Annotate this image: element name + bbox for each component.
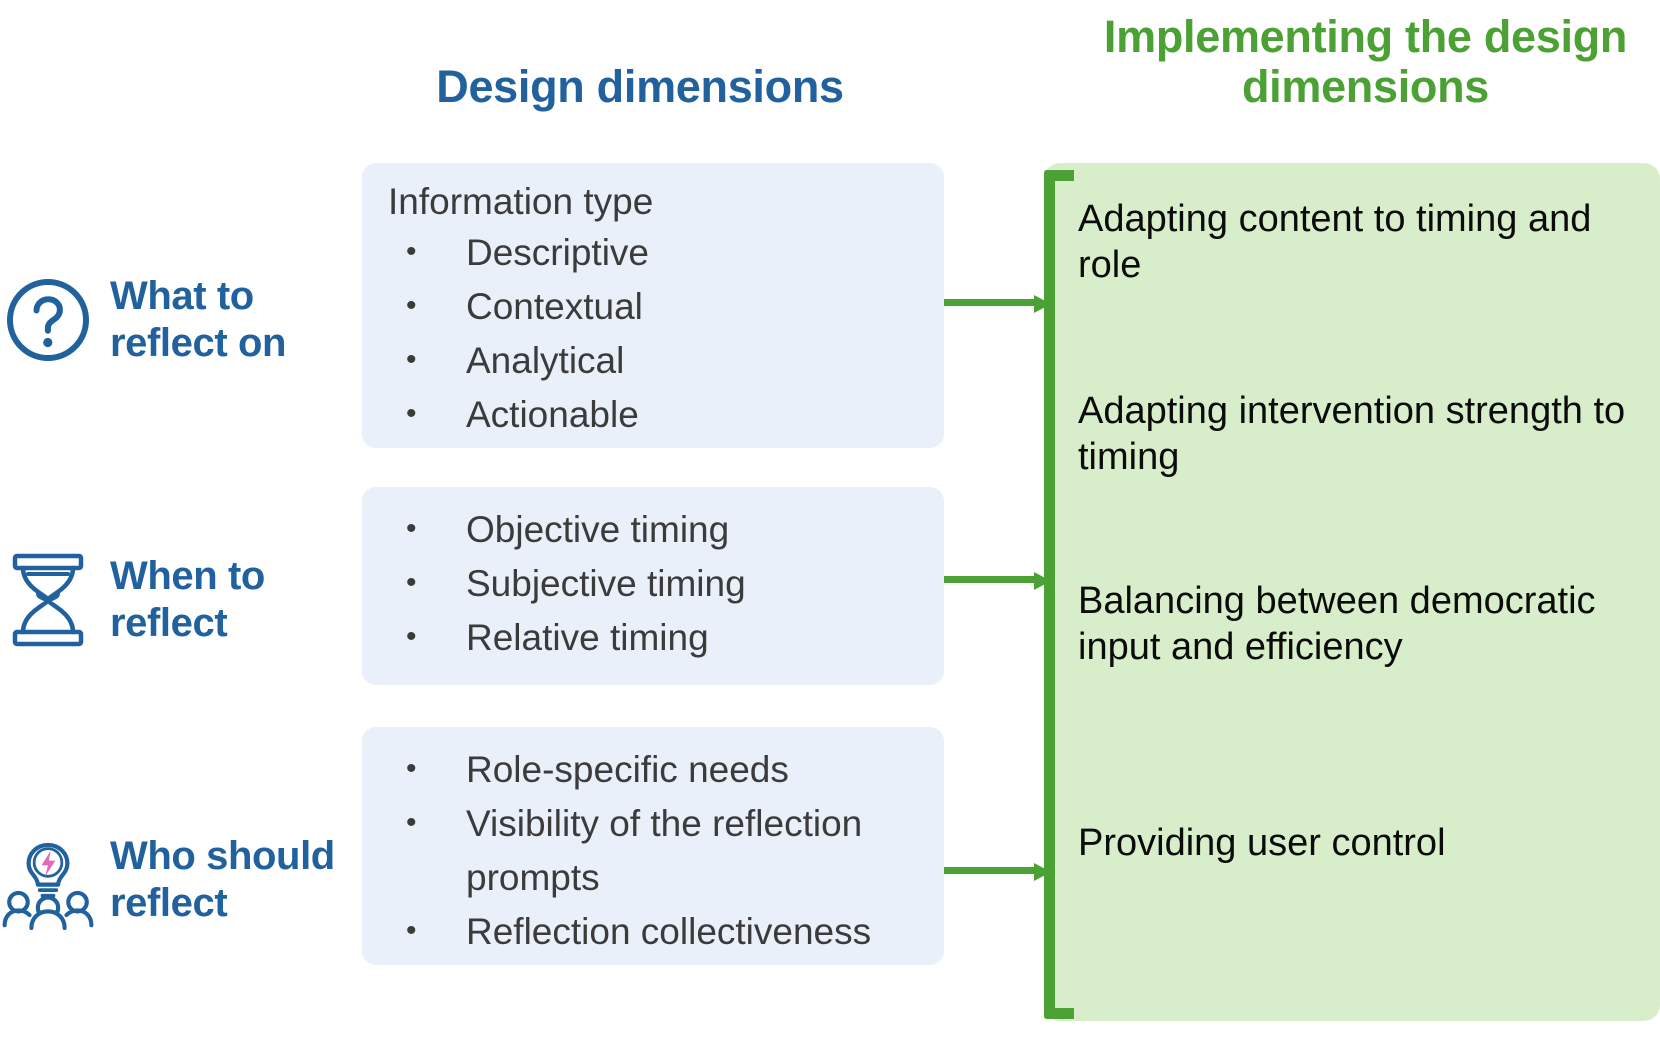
box-heading-information-type: Information type	[388, 181, 654, 222]
list-item: Relative timing	[380, 610, 926, 665]
hourglass-icon	[0, 548, 96, 652]
box-list-who: Role-specific needs Visibility of the re…	[380, 742, 926, 959]
arrow-shaft	[944, 867, 1036, 874]
question-mark-circle-icon	[0, 274, 96, 366]
list-item: Contextual	[380, 279, 926, 334]
list-item: Descriptive	[380, 225, 926, 280]
list-item: Reflection collectiveness	[380, 904, 926, 959]
dimension-label-what: What to reflect on	[110, 273, 287, 365]
box-list-what: Descriptive Contextual Analytical Action…	[380, 225, 926, 442]
box-list-when: Objective timing Subjective timing Relat…	[380, 502, 926, 665]
people-lightbulb-icon	[0, 828, 96, 932]
dimension-row-what: What to reflect on	[0, 258, 372, 382]
dimension-label-when: When to reflect	[110, 553, 265, 645]
implementation-item-1: Adapting content to timing and role	[1078, 198, 1592, 287]
implementation-item-2: Adapting intervention strength to timing	[1078, 390, 1626, 479]
implementation-panel	[1044, 163, 1660, 1021]
list-item: Role-specific needs	[380, 742, 926, 797]
implementation-item-4: Providing user control	[1078, 822, 1446, 864]
dimension-label-who: Who should reflect	[110, 833, 335, 925]
arrow-who-to-implementation	[944, 863, 1052, 881]
list-item: Objective timing	[380, 502, 926, 557]
design-dimensions-heading: Design dimensions	[436, 61, 844, 112]
list-item: Visibility of the reflection prompts	[380, 796, 926, 905]
blue-box-when: Objective timing Subjective timing Relat…	[362, 487, 944, 685]
arrow-when-to-implementation	[944, 572, 1052, 590]
arrow-shaft	[944, 576, 1036, 583]
blue-box-who: Role-specific needs Visibility of the re…	[362, 727, 944, 965]
list-item: Actionable	[380, 387, 926, 442]
arrow-what-to-implementation	[944, 295, 1052, 313]
blue-box-what: Information type Descriptive Contextual …	[362, 163, 944, 448]
arrow-shaft	[944, 299, 1036, 306]
list-item: Analytical	[380, 333, 926, 388]
panel-bracket-accent	[1044, 170, 1074, 1019]
implementation-item-3: Balancing between democratic input and e…	[1078, 580, 1596, 669]
dimension-row-when: When to reflect	[0, 538, 372, 662]
dimension-row-who: Who should reflect	[0, 790, 372, 970]
implementing-design-dimensions-heading: Implementing the design dimensions	[1103, 11, 1628, 113]
list-item: Subjective timing	[380, 556, 926, 611]
